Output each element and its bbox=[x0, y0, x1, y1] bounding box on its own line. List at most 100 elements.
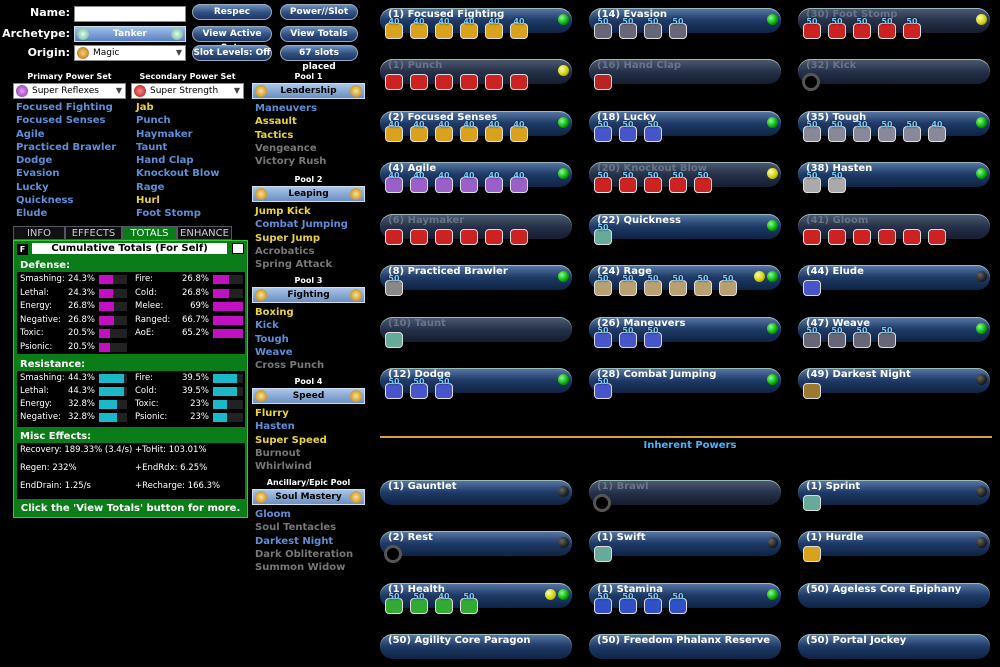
active-indicator[interactable] bbox=[558, 117, 569, 128]
enhancement-slot[interactable]: 50 bbox=[802, 120, 822, 142]
power-hasten[interactable]: Hasten bbox=[255, 421, 295, 433]
power-slot-1-hurdle[interactable]: (1) Hurdle bbox=[798, 531, 990, 562]
enhancement-slot[interactable] bbox=[384, 227, 404, 245]
toggle-indicator[interactable] bbox=[767, 168, 778, 179]
inactive-indicator[interactable] bbox=[558, 537, 569, 548]
active-indicator[interactable] bbox=[767, 14, 778, 25]
empty-slot-icon[interactable] bbox=[384, 545, 402, 563]
power-focused-senses[interactable]: Focused Senses bbox=[16, 115, 106, 127]
active-indicator[interactable] bbox=[558, 14, 569, 25]
enhancement-slot[interactable]: 50 bbox=[618, 171, 638, 193]
tab-enhance[interactable]: ENHANCE bbox=[177, 226, 232, 240]
enhancement-slot[interactable]: 50 bbox=[718, 274, 738, 296]
power-slot-1-gauntlet[interactable]: (1) Gauntlet bbox=[380, 480, 572, 505]
power-slot-41-gloom[interactable]: (41) Gloom bbox=[798, 214, 990, 245]
enhancement-slot[interactable]: 50 bbox=[852, 326, 872, 348]
enhancement-slot[interactable] bbox=[484, 72, 504, 90]
enhancement-slot[interactable]: 50 bbox=[827, 120, 847, 142]
enhancement-slot[interactable]: 50 bbox=[802, 326, 822, 348]
toggle-indicator[interactable] bbox=[545, 589, 556, 600]
enhancement-slot[interactable]: 50 bbox=[593, 592, 613, 614]
power-combat-jumping[interactable]: Combat Jumping bbox=[255, 219, 348, 231]
power-taunt[interactable]: Taunt bbox=[136, 141, 168, 153]
enhancement-slot[interactable]: 40 bbox=[459, 17, 479, 39]
active-indicator[interactable] bbox=[558, 168, 569, 179]
tab-totals[interactable]: TOTALS bbox=[122, 226, 177, 240]
enhancement-slot[interactable]: 50 bbox=[618, 17, 638, 39]
enhancement-slot[interactable]: 40 bbox=[927, 120, 947, 142]
power-slot-button[interactable]: Power//Slot bbox=[280, 4, 358, 20]
enhancement-slot[interactable] bbox=[384, 330, 404, 348]
tab-effects[interactable]: EFFECTS bbox=[65, 226, 122, 240]
enhancement-slot[interactable] bbox=[827, 227, 847, 245]
power-burnout[interactable]: Burnout bbox=[255, 447, 301, 459]
power-soul-tentacles[interactable]: Soul Tentacles bbox=[255, 522, 337, 534]
enhancement-slot[interactable]: 40 bbox=[484, 17, 504, 39]
pool-select-fighting[interactable]: Fighting bbox=[252, 287, 365, 303]
slots-placed-button[interactable]: 67 slots placed bbox=[280, 45, 358, 72]
enhancement-slot[interactable]: 50 bbox=[693, 171, 713, 193]
power-slot-6-haymaker[interactable]: (6) Haymaker bbox=[380, 214, 572, 245]
active-indicator[interactable] bbox=[558, 271, 569, 282]
enhancement-slot[interactable]: 40 bbox=[484, 120, 504, 142]
enhancement-slot[interactable]: 30 bbox=[852, 120, 872, 142]
enhancement-slot[interactable]: 50 bbox=[643, 171, 663, 193]
enhancement-slot[interactable]: 50 bbox=[593, 120, 613, 142]
power-lucky[interactable]: Lucky bbox=[16, 181, 49, 193]
enhancement-slot[interactable]: 50 bbox=[802, 171, 822, 193]
enhancement-slot[interactable]: 40 bbox=[384, 120, 404, 142]
power-kick[interactable]: Kick bbox=[255, 320, 279, 332]
enhancement-slot[interactable] bbox=[384, 72, 404, 90]
power-weave[interactable]: Weave bbox=[255, 346, 293, 358]
power-dodge[interactable]: Dodge bbox=[16, 155, 53, 167]
primary-set-select[interactable]: Super Reflexes ▼ bbox=[13, 83, 126, 99]
power-victory-rush[interactable]: Victory Rush bbox=[255, 156, 327, 168]
toggle-indicator[interactable] bbox=[754, 271, 765, 282]
power-slot-1-punch[interactable]: (1) Punch bbox=[380, 59, 572, 90]
enhancement-slot[interactable]: 40 bbox=[459, 120, 479, 142]
active-indicator[interactable] bbox=[558, 589, 569, 600]
enhancement-slot[interactable]: 40 bbox=[434, 171, 454, 193]
power-practiced-brawler[interactable]: Practiced Brawler bbox=[16, 141, 117, 153]
pool-select-soul-mastery[interactable]: Soul Mastery bbox=[252, 489, 365, 505]
power-flurry[interactable]: Flurry bbox=[255, 408, 289, 419]
float-toggle-button[interactable]: F bbox=[17, 244, 28, 255]
enhancement-slot[interactable]: 50 bbox=[827, 171, 847, 193]
enhancement-slot[interactable]: 50 bbox=[643, 274, 663, 296]
enhancement-slot[interactable] bbox=[593, 544, 613, 562]
active-indicator[interactable] bbox=[767, 589, 778, 600]
enhancement-slot[interactable]: 50 bbox=[643, 592, 663, 614]
empty-slot-icon[interactable] bbox=[593, 494, 611, 512]
enhancement-slot[interactable]: 50 bbox=[593, 326, 613, 348]
enhancement-slot[interactable]: 50 bbox=[593, 377, 613, 399]
empty-slot-icon[interactable] bbox=[802, 73, 820, 91]
power-slot-50-freedom-phalanx-reserve[interactable]: (50) Freedom Phalanx Reserve bbox=[589, 634, 781, 659]
enhancement-slot[interactable]: 50 bbox=[668, 592, 688, 614]
power-summon-widow[interactable]: Summon Widow bbox=[255, 562, 346, 574]
inactive-indicator[interactable] bbox=[558, 486, 569, 497]
power-hand-clap[interactable]: Hand Clap bbox=[136, 155, 194, 167]
enhancement-slot[interactable] bbox=[409, 227, 429, 245]
enhancement-slot[interactable] bbox=[852, 227, 872, 245]
enhancement-slot[interactable]: 50 bbox=[902, 17, 922, 39]
enhancement-slot[interactable]: 50 bbox=[618, 592, 638, 614]
power-focused-fighting[interactable]: Focused Fighting bbox=[16, 102, 113, 113]
enhancement-slot[interactable]: 50 bbox=[877, 17, 897, 39]
enhancement-slot[interactable]: 50 bbox=[877, 326, 897, 348]
enhancement-slot[interactable]: 40 bbox=[384, 17, 404, 39]
power-slot-1-sprint[interactable]: (1) Sprint bbox=[798, 480, 990, 511]
enhancement-slot[interactable]: 50 bbox=[643, 120, 663, 142]
enhancement-slot[interactable] bbox=[802, 544, 822, 562]
enhancement-slot[interactable]: 50 bbox=[618, 326, 638, 348]
power-slot-49-darkest-night[interactable]: (49) Darkest Night bbox=[798, 368, 990, 399]
